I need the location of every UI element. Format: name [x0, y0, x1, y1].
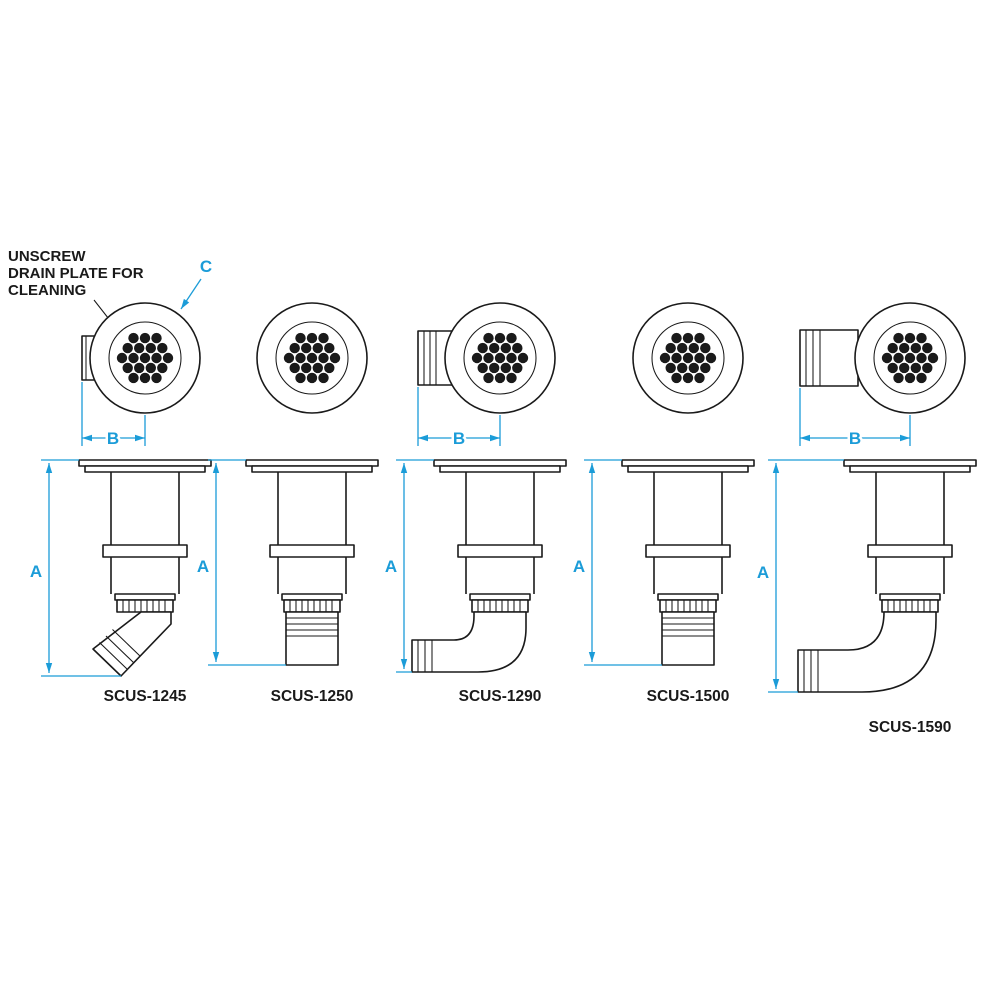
side-view-scus-1250 — [245, 459, 379, 666]
note-line-2: DRAIN PLATE FOR — [8, 265, 144, 282]
extension-lines — [41, 459, 121, 677]
cleaning-note: UNSCREW DRAIN PLATE FOR CLEANING — [8, 248, 144, 338]
part-label-scus-1245: SCUS-1245 — [104, 688, 187, 705]
side-view-scus-1500 — [621, 459, 755, 666]
top-view-scus-1590 — [799, 303, 965, 413]
extension-lines — [768, 459, 844, 693]
top-view-scus-1250 — [257, 303, 367, 413]
dim-label-b: B — [849, 429, 861, 448]
top-view-scus-1500 — [633, 303, 743, 413]
barb-ribs — [805, 330, 821, 386]
dim-a-scus-1250: A — [194, 459, 286, 666]
top-view-scus-1245 — [81, 303, 200, 413]
dim-b-scus-1245: B — [81, 382, 146, 451]
dim-a-scus-1290: A — [382, 459, 434, 673]
part-label-scus-1250: SCUS-1250 — [271, 688, 354, 705]
note-line-1: UNSCREW — [8, 248, 86, 265]
dim-label-c: C — [200, 257, 212, 276]
note-line-3: CLEANING — [8, 282, 86, 299]
extension-lines — [208, 459, 286, 666]
dim-c-callout: C — [180, 255, 215, 310]
dim-b-scus-1290: B — [417, 387, 501, 451]
barb-ribs — [423, 331, 437, 385]
dim-label-a: A — [385, 557, 397, 576]
extension-lines — [584, 459, 662, 666]
dim-a-scus-1500: A — [570, 459, 662, 666]
dim-label-a: A — [573, 557, 585, 576]
dim-label-a: A — [757, 563, 769, 582]
c-leader-line — [180, 278, 202, 310]
dim-b-scus-1590: B — [799, 388, 911, 451]
dim-a-scus-1245: A — [27, 459, 121, 677]
side-view-scus-1590 — [797, 459, 977, 693]
side-view-scus-1245 — [78, 459, 212, 677]
top-view-scus-1290 — [417, 303, 555, 413]
part-label-scus-1500: SCUS-1500 — [647, 688, 730, 705]
side-outlet-barb — [799, 329, 859, 387]
dim-a-scus-1590: A — [754, 459, 844, 693]
dim-label-a: A — [30, 562, 42, 581]
dim-label-b: B — [453, 429, 465, 448]
extension-lines — [396, 459, 434, 673]
side-view-scus-1290 — [411, 459, 567, 673]
dim-label-a: A — [197, 557, 209, 576]
part-label-scus-1290: SCUS-1290 — [459, 688, 542, 705]
part-label-scus-1590: SCUS-1590 — [869, 719, 952, 736]
dim-label-b: B — [107, 429, 119, 448]
